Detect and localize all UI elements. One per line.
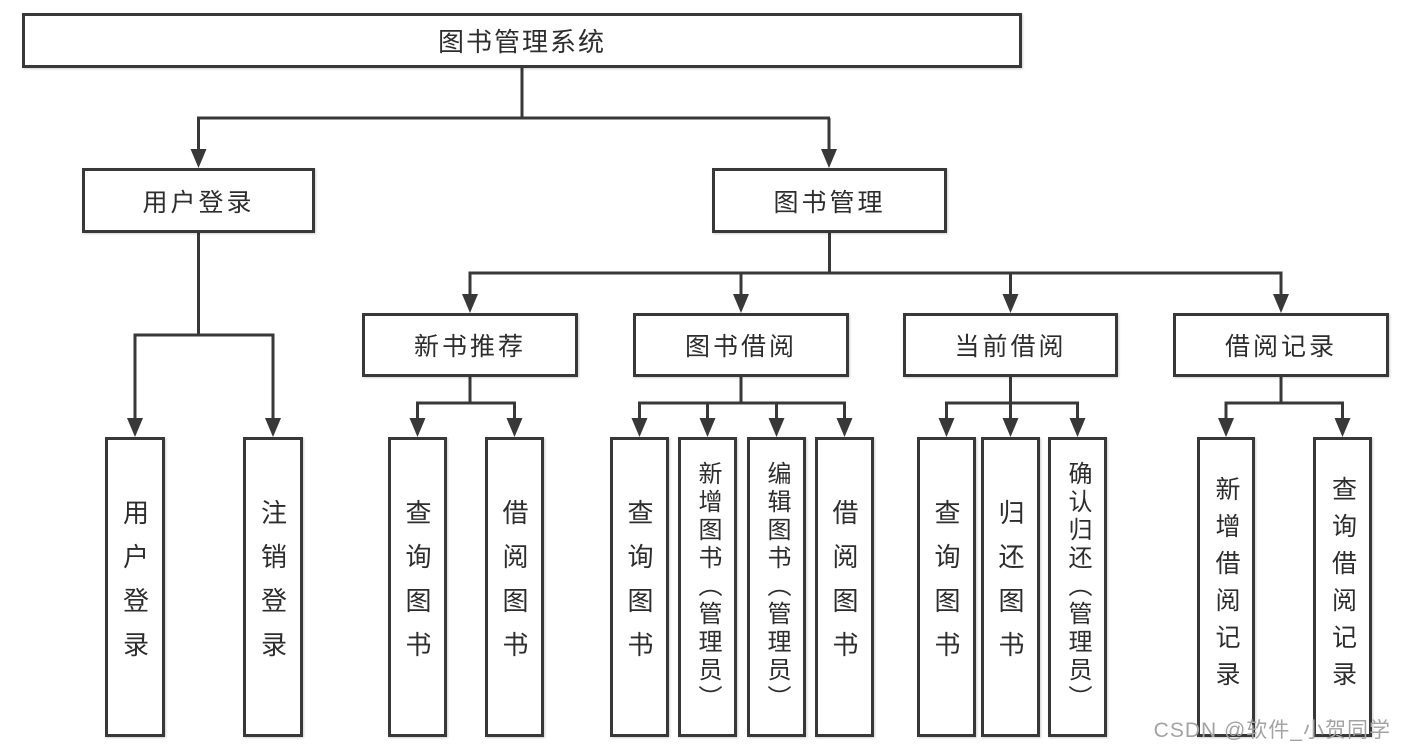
- leaf-query-books-current: 查询图书: [917, 437, 976, 737]
- node-label: 确认归还（管理员）: [1064, 461, 1091, 713]
- node-label: 查询图书: [624, 499, 654, 675]
- node-label: 用户登录: [119, 499, 150, 675]
- leaf-add-book-admin: 新增图书（管理员）: [678, 437, 737, 737]
- node-library-management-system: 图书管理系统: [22, 13, 1022, 68]
- node-label: 新书推荐: [413, 333, 526, 361]
- leaf-edit-book-admin: 编辑图书（管理员）: [747, 437, 806, 737]
- node-label: 归还图书: [995, 499, 1025, 675]
- node-label: 新增借阅记录: [1212, 476, 1240, 698]
- leaf-return-book: 归还图书: [981, 437, 1040, 737]
- node-label: 借阅图书: [499, 499, 529, 675]
- node-label: 编辑图书（管理员）: [763, 461, 790, 713]
- arrowheads: [127, 149, 1351, 437]
- node-label: 图书借阅: [684, 333, 797, 361]
- leaf-user-login: 用户登录: [105, 437, 165, 737]
- leaf-confirm-return-admin: 确认归还（管理员）: [1048, 437, 1107, 737]
- node-label: 借阅图书: [829, 499, 859, 675]
- csdn-watermark: CSDN @软件_小贺同学: [1153, 719, 1391, 742]
- leaf-query-books-recommend: 查询图书: [388, 437, 447, 737]
- node-new-book-recommend: 新书推荐: [362, 313, 578, 377]
- leaf-query-borrow-record: 查询借阅记录: [1313, 437, 1372, 737]
- node-current-borrowing: 当前借阅: [903, 313, 1118, 377]
- leaf-borrow-books: 借阅图书: [815, 437, 874, 737]
- node-borrowing-records: 借阅记录: [1173, 313, 1389, 377]
- node-label: 图书管理系统: [437, 27, 606, 57]
- node-label: 查询图书: [402, 499, 432, 675]
- node-label: 查询图书: [931, 499, 961, 675]
- node-book-management: 图书管理: [712, 168, 947, 233]
- leaf-logout: 注销登录: [243, 437, 303, 737]
- node-label: 借阅记录: [1224, 333, 1337, 361]
- leaf-add-borrow-record: 新增借阅记录: [1197, 437, 1255, 737]
- node-book-borrowing: 图书借阅: [633, 313, 849, 377]
- node-label: 用户登录: [142, 188, 255, 217]
- node-label: 当前借阅: [954, 333, 1067, 361]
- node-label: 图书管理: [773, 188, 886, 217]
- node-label: 注销登录: [257, 499, 288, 675]
- leaf-query-books-borrow: 查询图书: [610, 437, 669, 737]
- leaf-borrow-books-recommend: 借阅图书: [485, 437, 544, 737]
- node-label: 查询借阅记录: [1328, 476, 1357, 698]
- node-label: 新增图书（管理员）: [694, 461, 721, 713]
- node-user-login: 用户登录: [82, 168, 315, 233]
